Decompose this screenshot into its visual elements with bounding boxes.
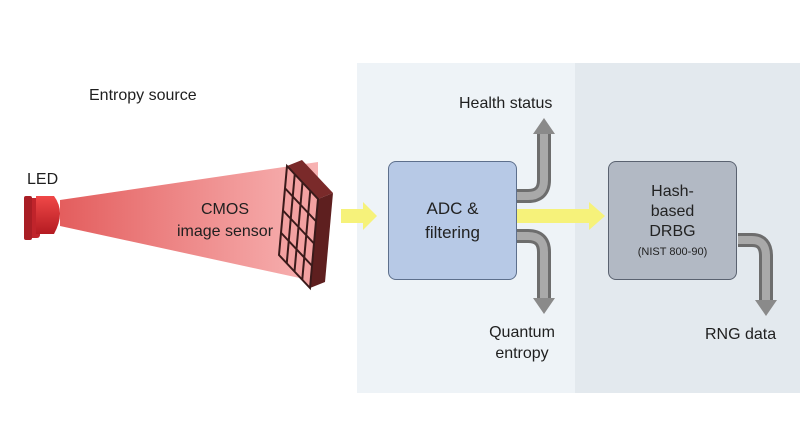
quantum-entropy-label: Quantum entropy: [472, 322, 572, 364]
arrow-sensor-to-adc: [341, 202, 377, 230]
cmos-sensor-icon: [277, 160, 333, 291]
quantum-entropy-line1: Quantum: [489, 324, 555, 341]
adc-label-line2: filtering: [425, 222, 480, 242]
cmos-sensor-label-line1: CMOS: [201, 201, 249, 218]
drbg-label-line1: Hash-: [651, 182, 694, 200]
drbg-sub-label: (NIST 800-90): [637, 245, 708, 258]
entropy-source-label: Entropy source: [89, 87, 197, 104]
arrow-to-health-status: [516, 118, 555, 203]
arrow-to-rng-data: [738, 233, 777, 316]
led-icon: [24, 196, 60, 240]
light-beam: [60, 162, 318, 282]
drbg-label-line3: DRBG: [649, 222, 696, 240]
health-status-label: Health status: [459, 95, 553, 112]
arrow-to-quantum-entropy: [516, 229, 555, 314]
hash-drbg-box: Hash- based DRBG (NIST 800-90): [608, 161, 737, 280]
arrow-adc-to-drbg: [513, 202, 605, 230]
cmos-sensor-label-line2: image sensor: [176, 223, 274, 240]
rng-data-label: RNG data: [705, 326, 777, 343]
adc-label-line1: ADC &: [426, 198, 479, 218]
drbg-label-line2: based: [650, 202, 695, 220]
led-label: LED: [27, 171, 59, 188]
cmos-sensor-label: CMOS image sensor: [170, 199, 280, 243]
adc-filtering-box: ADC & filtering: [388, 161, 517, 280]
quantum-entropy-line2: entropy: [495, 345, 549, 362]
